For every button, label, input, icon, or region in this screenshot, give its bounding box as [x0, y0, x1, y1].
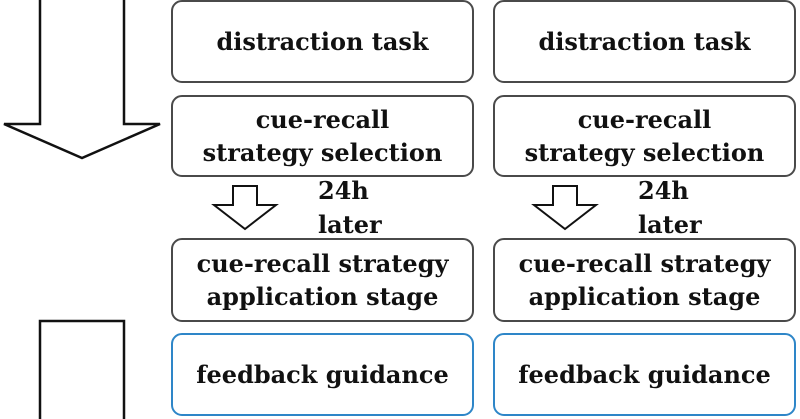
application-stage-box: cue-recall strategy application stage	[171, 238, 474, 322]
strategy-selection-line1: cue-recall	[577, 105, 712, 134]
application-stage-line2: application stage	[528, 282, 761, 311]
strategy-selection-box: cue-recall strategy selection	[171, 95, 474, 177]
delay-label-line2: later	[638, 210, 702, 239]
distraction-task-label: distraction task	[538, 27, 751, 56]
application-stage-box: cue-recall strategy application stage	[493, 238, 796, 322]
delay-label: 24h later	[638, 174, 702, 242]
strategy-selection-box: cue-recall strategy selection	[493, 95, 796, 177]
feedback-guidance-label: feedback guidance	[196, 360, 449, 389]
delay-label: 24h later	[318, 174, 382, 242]
small-down-arrow-icon	[531, 185, 599, 231]
delay-label-line2: later	[318, 210, 382, 239]
feedback-guidance-box: feedback guidance	[493, 333, 796, 416]
strategy-selection-line2: strategy selection	[524, 138, 765, 167]
application-stage-line2: application stage	[206, 282, 439, 311]
large-down-arrow-icon	[3, 0, 161, 160]
distraction-task-box: distraction task	[493, 0, 796, 83]
partial-down-arrow-icon	[38, 319, 126, 419]
application-stage-line1: cue-recall strategy	[196, 249, 449, 278]
application-stage-line1: cue-recall strategy	[518, 249, 771, 278]
delay-label-line1: 24h	[318, 176, 369, 205]
strategy-selection-line1: cue-recall	[255, 105, 390, 134]
strategy-selection-line2: strategy selection	[202, 138, 443, 167]
distraction-task-box: distraction task	[171, 0, 474, 83]
feedback-guidance-label: feedback guidance	[518, 360, 771, 389]
distraction-task-label: distraction task	[216, 27, 429, 56]
small-down-arrow-icon	[211, 185, 279, 231]
delay-label-line1: 24h	[638, 176, 689, 205]
feedback-guidance-box: feedback guidance	[171, 333, 474, 416]
